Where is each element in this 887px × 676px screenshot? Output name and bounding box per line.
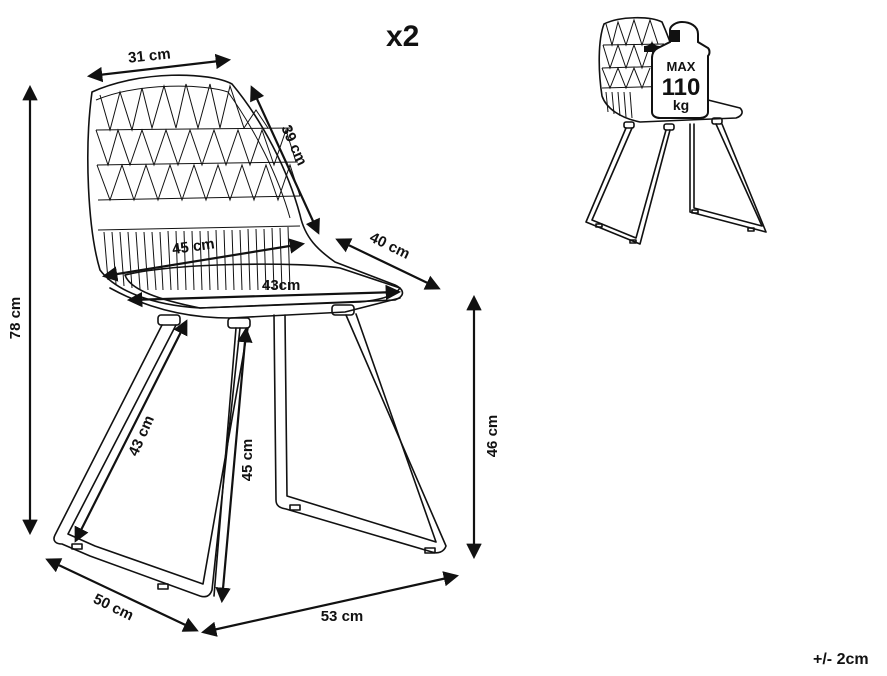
- weight-badge: MAX 110 kg: [644, 20, 711, 119]
- weight-badge-unit: kg: [673, 97, 689, 113]
- leg-length-front-label: 43 cm: [125, 413, 158, 459]
- total-height-label: 78 cm: [7, 297, 24, 340]
- weight-badge-value: 110: [662, 74, 701, 101]
- seat-height-label: 46 cm: [484, 415, 501, 458]
- weight-badge-max: MAX: [667, 59, 696, 74]
- main-chair-drawing: [53, 74, 447, 598]
- base-depth-label: 50 cm: [90, 590, 136, 624]
- leg-length-side-label: 45 cm: [239, 439, 256, 482]
- weight-capacity-chair: MAX 110 kg: [585, 16, 767, 245]
- seat-width-back-label: 45 cm: [171, 235, 215, 258]
- quantity-label: x2: [386, 20, 419, 53]
- back-width-label: 31 cm: [127, 45, 171, 66]
- dimension-arrows: [22, 53, 482, 637]
- base-width-label: 53 cm: [321, 608, 364, 625]
- tolerance-label: +/- 2cm: [813, 651, 869, 668]
- backrest-pattern: [95, 83, 301, 231]
- seat-width-front-label: 43cm: [262, 277, 300, 294]
- back-height-label: 39 cm: [277, 122, 310, 168]
